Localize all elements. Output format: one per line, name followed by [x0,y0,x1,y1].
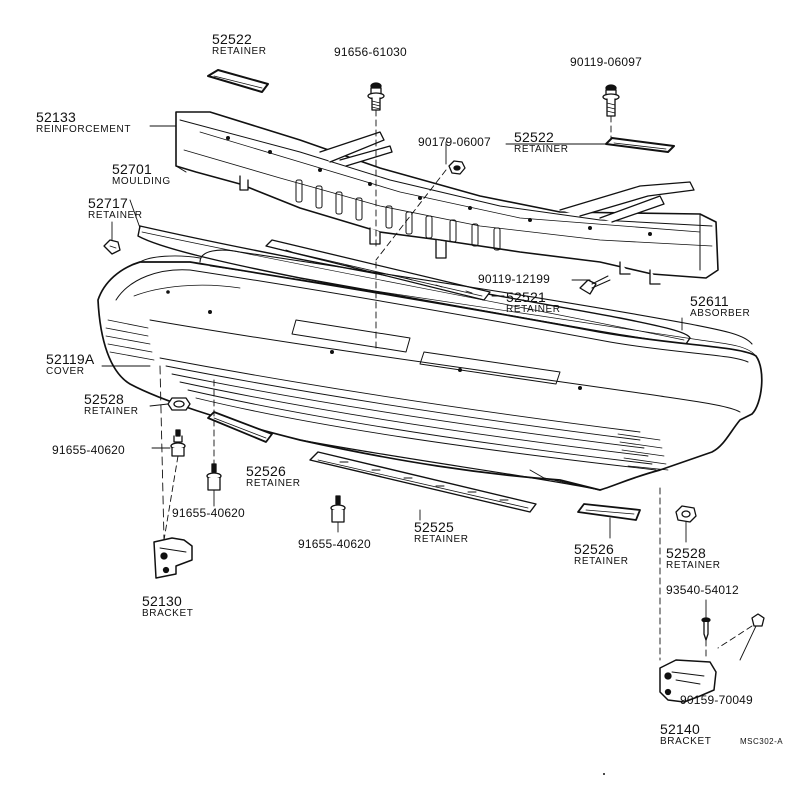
label-52528-right: 52528 RETAINER [666,546,721,571]
part-name: RETAINER [246,478,301,489]
part-number: 52611 [690,293,729,309]
label-91655-40620-b: 91655-40620 [172,507,245,519]
part-name: COVER [46,366,85,377]
retainer-52522-top-part [208,70,268,92]
part-name: BRACKET [142,608,194,619]
part-number: 90159-70049 [680,693,753,707]
bolt-91655-c-part [331,496,345,522]
part-number: 52528 [666,545,706,561]
part-number: 52525 [414,519,454,535]
part-number: 91655-40620 [52,443,125,457]
part-name: RETAINER [88,210,143,221]
bolt-91655-a-part [171,430,185,456]
part-number: 52522 [212,31,252,47]
bracket-52140-part [660,660,716,702]
part-number: 90119-12199 [478,272,551,286]
label-90179-06007: 90179-06007 [418,136,491,148]
bolt-91656-part [368,83,384,110]
label-52611: 52611 ABSORBER [690,294,750,319]
part-number: 52528 [84,391,124,407]
part-number: 52140 [660,721,700,737]
label-90119-12199: 90119-12199 [478,273,550,285]
label-91656-61030: 91656-61030 [334,46,407,58]
label-52133: 52133 REINFORCEMENT [36,110,131,135]
leader-lines [102,126,756,660]
nut-90159-part [752,614,764,626]
label-52526-right: 52526 RETAINER [574,542,629,567]
bolt-91655-b-part [207,464,221,490]
part-number: 93540-54012 [666,583,739,597]
part-number: 52526 [246,463,286,479]
label-52525: 52525 RETAINER [414,520,469,545]
retainer-52717-part [104,240,120,254]
stray-marks [603,773,605,775]
nut-90179-part [449,161,465,174]
bolt-90119-12199-part [580,276,610,294]
retainer-52521-part [266,240,490,300]
label-52521: 52521 RETAINER [506,290,561,315]
label-52701: 52701 MOULDING [112,162,171,187]
retainer-52528-right-part [676,506,696,522]
part-name: REINFORCEMENT [36,124,132,135]
part-name: RETAINER [574,556,629,567]
part-number: 52119A [46,351,95,367]
part-number: 52133 [36,109,76,125]
part-number: 52526 [574,541,614,557]
part-number: 90179-06007 [418,135,491,149]
cover-52119A-part [98,250,762,490]
part-number: 91655-40620 [172,506,245,520]
part-name: ABSORBER [690,308,751,319]
part-number: 52130 [142,593,182,609]
retainer-52522-right-part [606,138,674,152]
part-name: RETAINER [514,144,569,155]
label-91655-40620-a: 91655-40620 [52,444,125,456]
label-91655-40620-c: 91655-40620 [298,538,371,550]
part-name: RETAINER [84,406,139,417]
part-number: 91656-61030 [334,45,407,59]
bracket-52130-part [154,538,192,578]
retainer-52526-left-part [208,412,272,442]
part-name: RETAINER [666,560,721,571]
label-52717: 52717 RETAINER [88,196,143,221]
part-name: MOULDING [112,176,171,187]
part-name: RETAINER [414,534,469,545]
label-93540-54012: 93540-54012 [666,584,739,596]
label-90159-70049: 90159-70049 [680,694,753,706]
part-name: RETAINER [506,304,561,315]
screw-93540-part [702,618,710,640]
retainer-52528-left-part [168,398,190,410]
part-name: BRACKET [660,736,712,747]
label-52140: 52140 BRACKET [660,722,711,747]
part-number: 52522 [514,129,554,145]
label-52522-top: 52522 RETAINER [212,32,267,57]
label-52119A: 52119A COVER [46,352,94,377]
retainer-52526-right-part [578,504,640,520]
part-number: 52521 [506,289,546,305]
diagram-code: MSC302-A [740,737,784,746]
label-52522-right: 52522 RETAINER [514,130,569,155]
label-90119-06097: 90119-06097 [570,56,642,68]
label-52528-left: 52528 RETAINER [84,392,139,417]
dashed-alignment-lines [160,110,752,660]
part-number: 91655-40620 [298,537,371,551]
label-52130: 52130 BRACKET [142,594,193,619]
retainer-52525-part [310,452,536,512]
part-number: 52717 [88,195,128,211]
part-name: RETAINER [212,46,267,57]
part-number: 52701 [112,161,152,177]
bolt-90119-06097-part [603,85,619,116]
part-number: 90119-06097 [570,55,643,69]
label-52526-left: 52526 RETAINER [246,464,301,489]
reinforcement-52133-part [176,112,718,284]
